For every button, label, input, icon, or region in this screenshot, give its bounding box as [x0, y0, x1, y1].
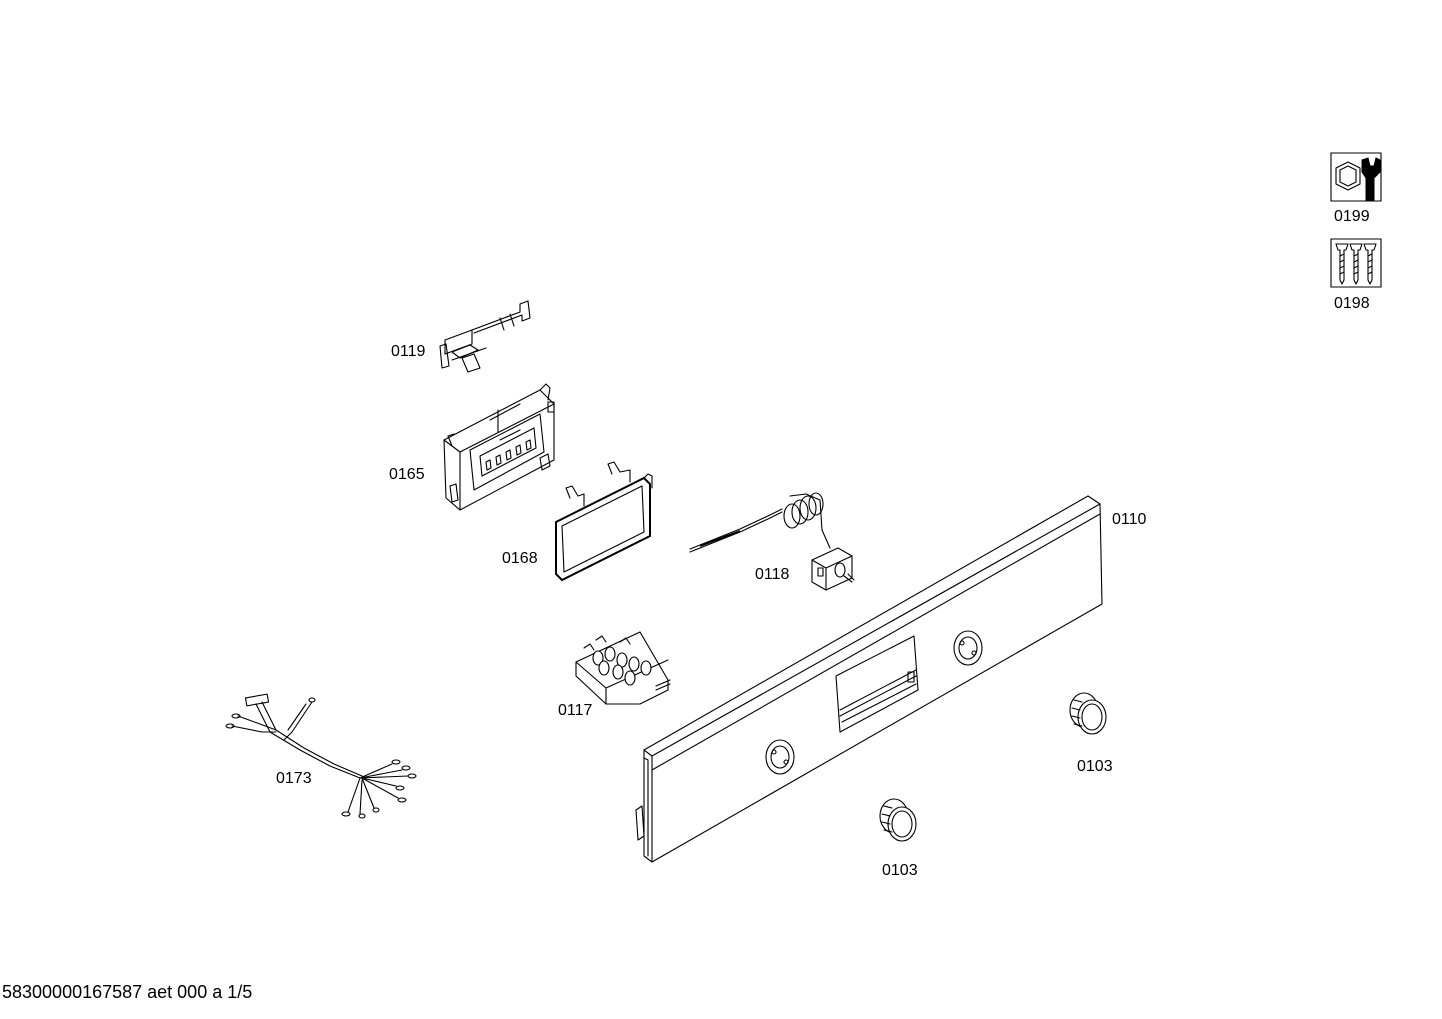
label-part-0168[interactable]: 0168 — [502, 550, 538, 567]
part-0119-bracket[interactable] — [439, 300, 531, 373]
label-part-0198[interactable]: 0198 — [1334, 295, 1370, 312]
label-part-0117[interactable]: 0117 — [558, 702, 593, 719]
part-0118-thermostat[interactable] — [689, 492, 855, 591]
part-0103-knob-bottom[interactable] — [879, 798, 917, 842]
label-part-0165[interactable]: 0165 — [389, 466, 425, 483]
label-part-0103-right[interactable]: 0103 — [1077, 758, 1113, 775]
part-0165-control-module[interactable] — [443, 383, 555, 511]
label-part-0199[interactable]: 0199 — [1334, 208, 1370, 225]
part-0117-terminal-block[interactable] — [575, 631, 671, 705]
part-0168-frame-seal[interactable] — [555, 461, 653, 582]
part-0173-wiring-harness[interactable] — [225, 693, 417, 819]
label-part-0118[interactable]: 0118 — [755, 566, 790, 583]
label-part-0110[interactable]: 0110 — [1112, 511, 1147, 528]
label-part-0103-bottom[interactable]: 0103 — [882, 862, 918, 879]
label-part-0119[interactable]: 0119 — [391, 343, 426, 360]
screws-icon[interactable] — [1330, 238, 1382, 288]
label-part-0173[interactable]: 0173 — [276, 770, 312, 787]
wrench-nut-icon[interactable] — [1330, 152, 1382, 202]
document-reference: 58300000167587 aet 000 a 1/5 — [2, 982, 253, 1002]
part-0110-control-panel[interactable] — [635, 495, 1103, 863]
part-0103-knob-right[interactable] — [1069, 692, 1107, 735]
